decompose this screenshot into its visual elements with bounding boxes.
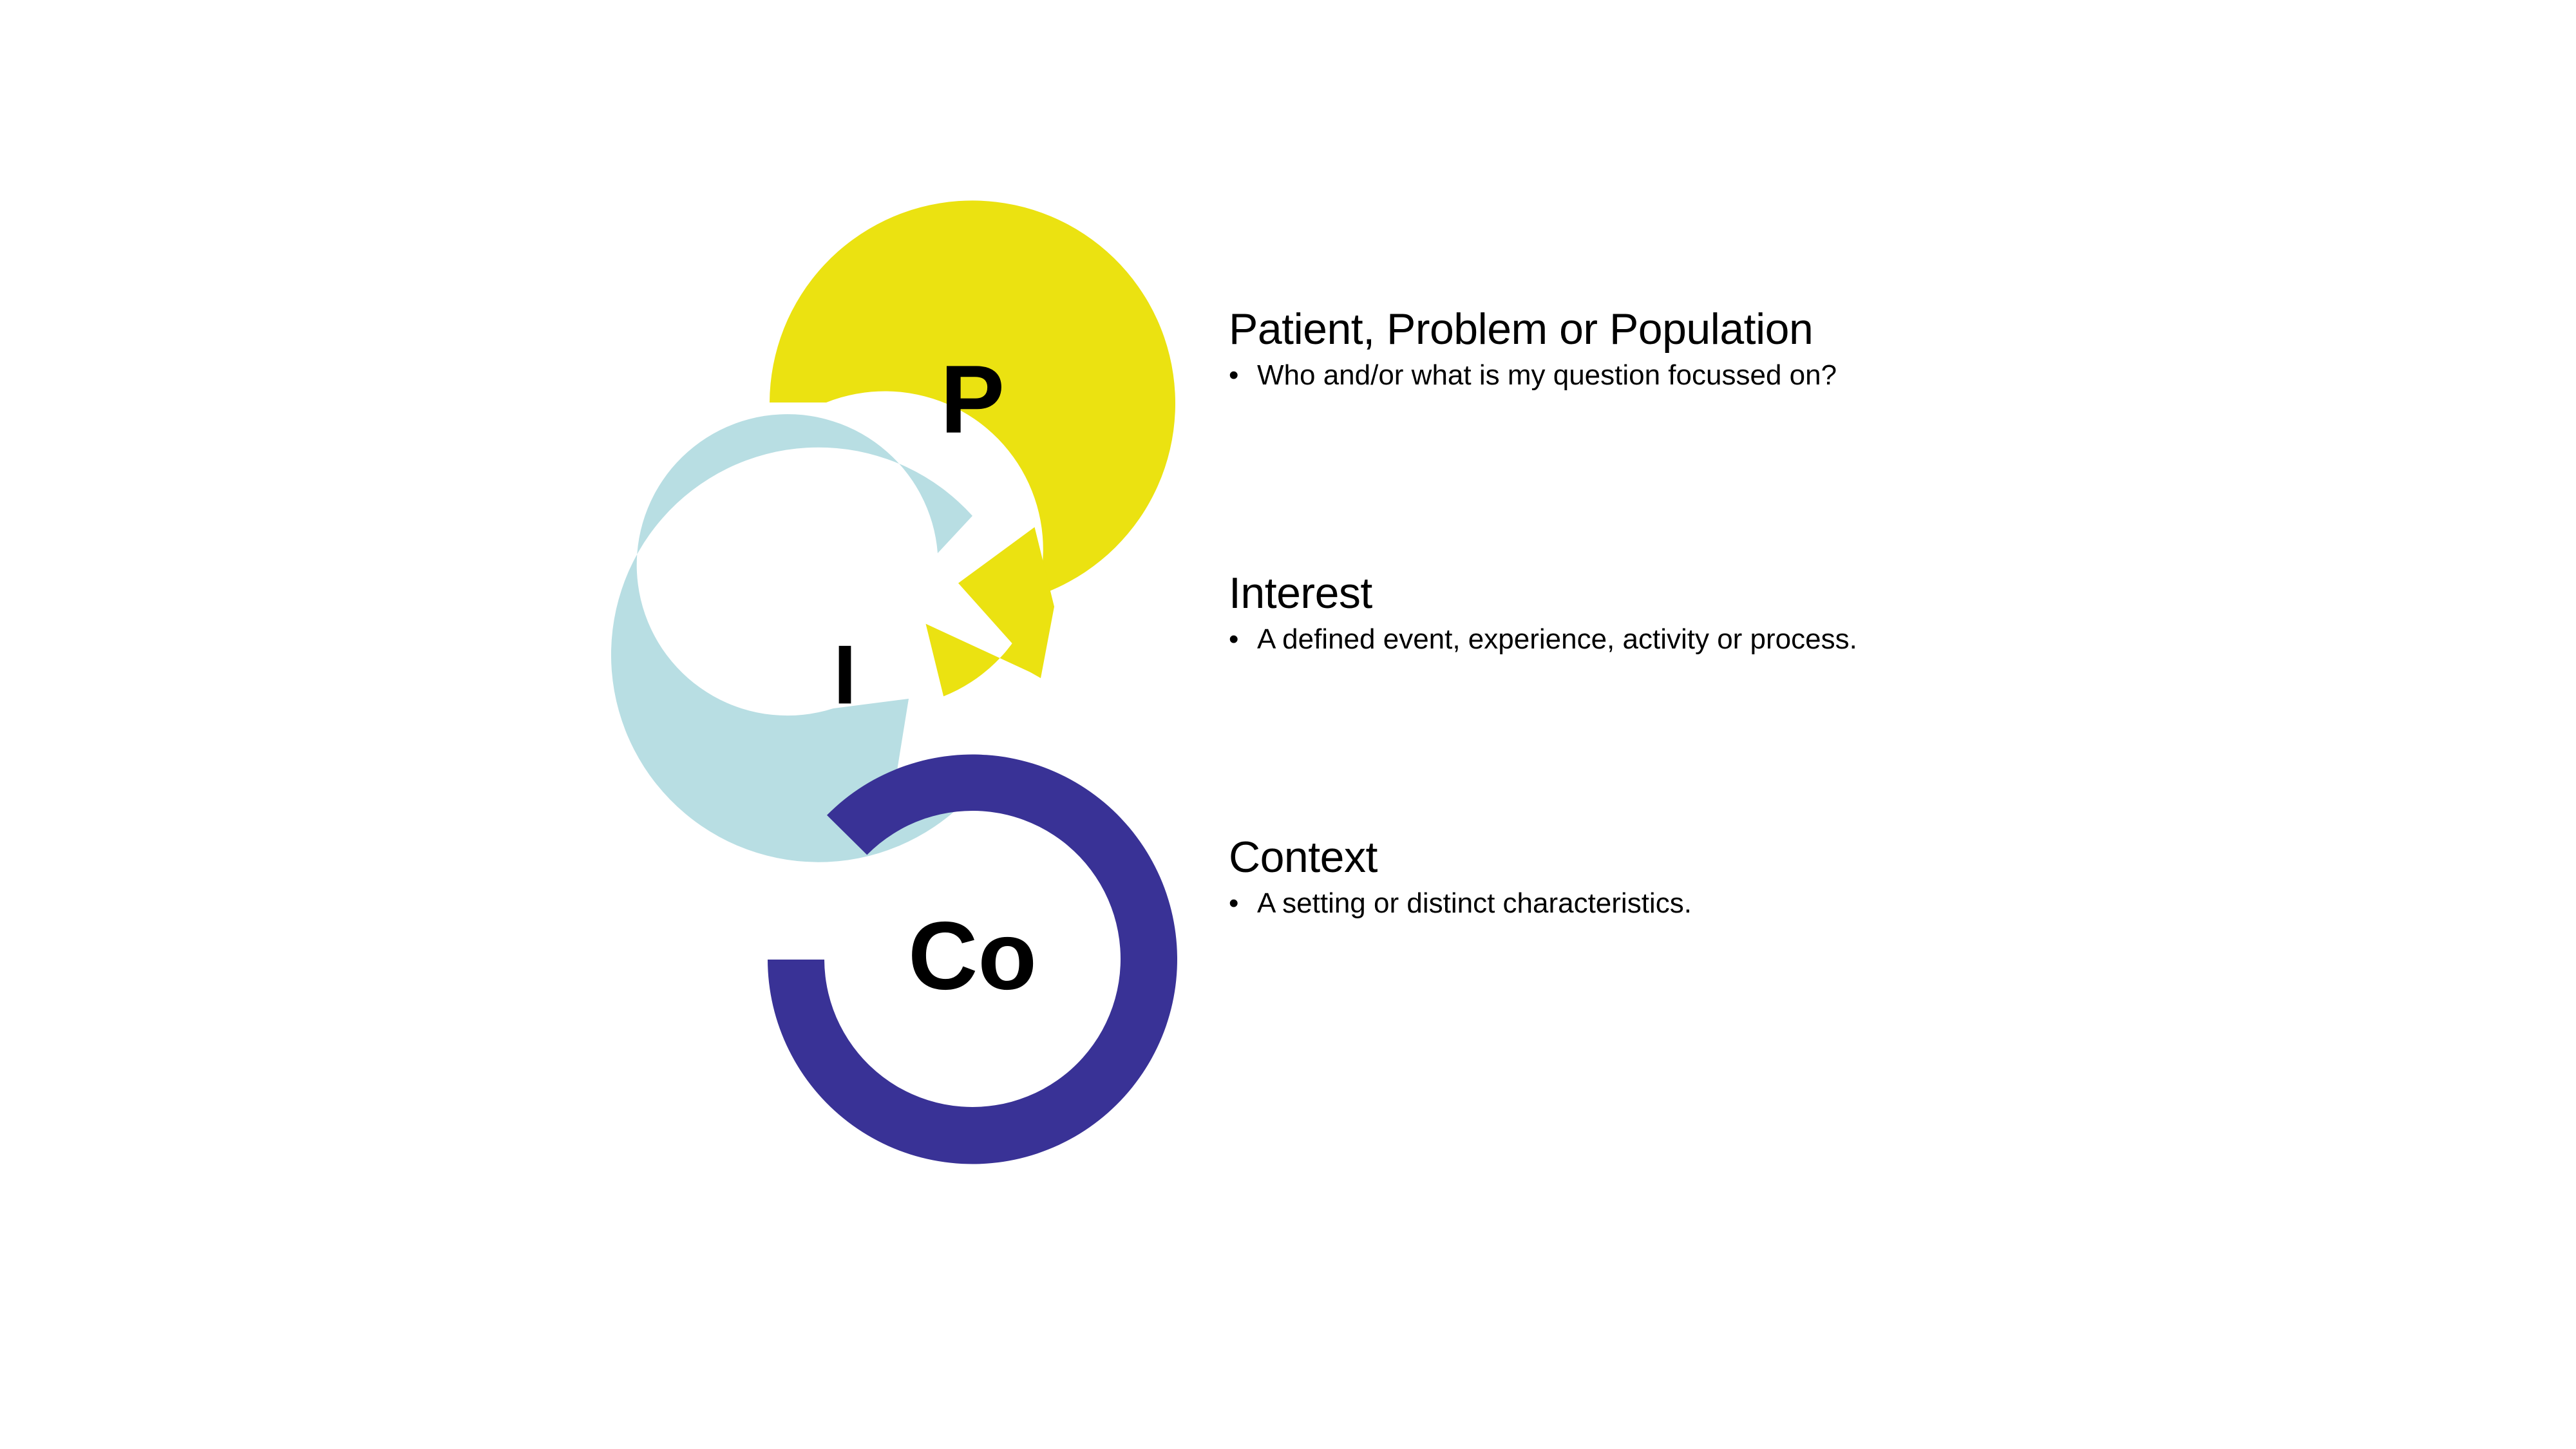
description-block-context: Context • A setting or distinct characte… [1229,831,2452,921]
ring-co-letter: Co [908,902,1037,1010]
bullet-marker-icon: • [1229,887,1239,919]
bullet-marker-icon: • [1229,359,1239,391]
ring-p-arrowhead [958,527,1054,678]
heading-context: Context [1229,833,1378,882]
bullet-text-interest: A defined event, experience, activity or… [1257,623,1857,655]
heading-patient: Patient, Problem or Population [1229,305,1814,354]
heading-interest: Interest [1229,569,1372,618]
ring-i-arc [611,414,972,862]
ring-co-group: Co [768,754,1177,1164]
bullet-row-interest: • A defined event, experience, activity … [1229,622,2452,657]
description-block-interest: Interest • A defined event, experience, … [1229,567,2452,657]
bullet-text-context: A setting or distinct characteristics. [1257,887,1692,919]
bullet-marker-icon: • [1229,623,1239,655]
ring-p-group: P [770,200,1175,697]
description-block-patient: Patient, Problem or Population • Who and… [1229,303,2452,393]
bullet-row-context: • A setting or distinct characteristics. [1229,886,2452,921]
bullet-row-patient: • Who and/or what is my question focusse… [1229,358,2452,393]
ring-p-arc [770,200,1175,697]
ring-i-letter: I [833,627,857,721]
ring-p-letter: P [940,345,1005,453]
bullet-text-patient: Who and/or what is my question focussed … [1257,359,1837,391]
